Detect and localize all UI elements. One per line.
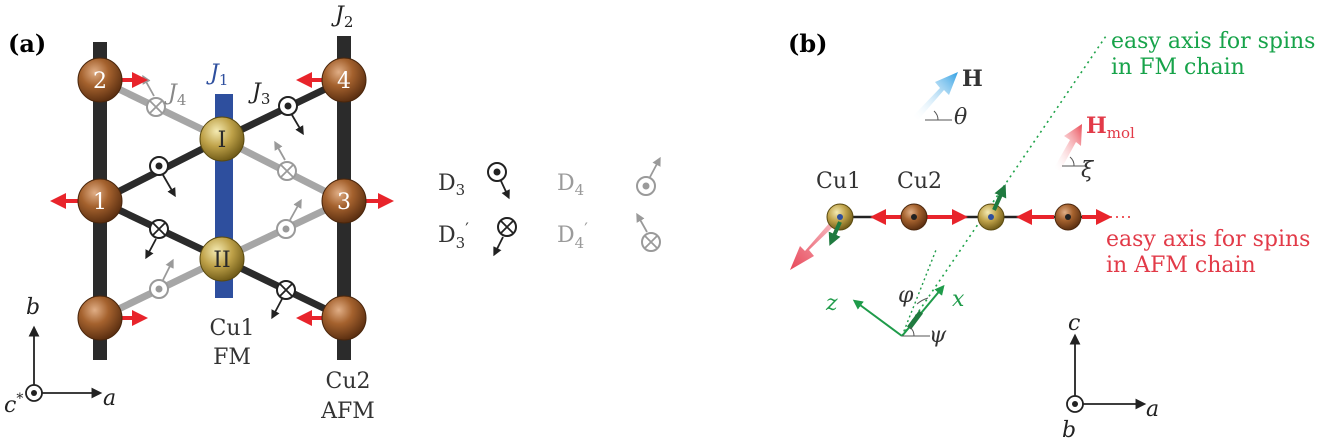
site-II-label: II <box>213 248 230 273</box>
site-3-label: 3 <box>337 190 351 215</box>
site-II-ball <box>199 236 245 282</box>
label-b-cu2: Cu2 <box>897 169 942 194</box>
axis-b-a: a <box>1146 397 1159 422</box>
dm-symbols <box>142 74 304 320</box>
axis-b-b: b <box>1062 418 1076 443</box>
axis-a-c: c* <box>4 391 23 418</box>
label-axis-x: x <box>952 287 965 312</box>
label-phi: φ <box>898 283 914 308</box>
label-j2: J2 <box>331 3 353 31</box>
axes-a <box>25 325 103 402</box>
caption-cu2-type: AFM <box>320 399 375 424</box>
afm-axis-text-1: easy axis for spins <box>1106 227 1310 252</box>
red-down-arrow <box>790 220 836 270</box>
label-j3: J3 <box>248 80 270 108</box>
site-4-ball <box>321 57 367 103</box>
legend-d4p-label: D4′ <box>557 219 588 252</box>
legend-d3-symbol <box>487 162 510 200</box>
caption-cu2: Cu2 <box>326 369 371 394</box>
legend-d3p-symbol <box>493 217 517 257</box>
field-hmol-arrow <box>1054 124 1086 171</box>
legend-d4p-symbol <box>636 212 661 252</box>
label-axis-z: z <box>825 291 838 316</box>
label-b-cu1: Cu1 <box>816 169 861 194</box>
site-I-label: I <box>218 128 227 153</box>
panel-a-label: (a) <box>8 29 46 58</box>
fm-spin-arrows <box>828 184 1007 246</box>
local-axes <box>852 249 945 337</box>
label-j1: J1 <box>206 61 228 89</box>
legend-d3p-label: D3′ <box>438 219 469 252</box>
label-field-h: H <box>962 66 983 92</box>
legend-d4-symbol <box>636 156 661 196</box>
site-2-label: 2 <box>93 69 107 94</box>
axis-b-c: c <box>1068 311 1080 336</box>
fm-axis-text-1: easy axis for spins <box>1111 29 1315 54</box>
afm-axis-text-2: in AFM chain <box>1106 253 1256 278</box>
legend-d3-label: D3 <box>438 171 465 199</box>
site-I-ball <box>199 116 245 162</box>
site-4-label: 4 <box>337 69 351 94</box>
label-j4: J4 <box>164 81 186 109</box>
caption-cu1: Cu1 <box>210 316 255 341</box>
label-psi: ψ <box>929 323 947 348</box>
fm-axis-text-2: in FM chain <box>1111 55 1245 80</box>
axes-b <box>1066 333 1147 413</box>
axis-a-a: a <box>103 386 116 411</box>
site-1-label: 1 <box>93 190 107 215</box>
panel-b-label: (b) <box>788 29 828 58</box>
caption-cu1-type: FM <box>213 345 251 370</box>
label-xi: ξ <box>1081 158 1095 183</box>
site-bottom-left-ball <box>77 295 123 341</box>
axis-a-b: b <box>26 295 40 320</box>
site-2-ball <box>77 57 123 103</box>
site-3-ball <box>321 178 367 224</box>
field-h-arrow <box>913 72 958 121</box>
legend-d4-label: D4 <box>557 171 584 199</box>
label-theta: θ <box>954 105 967 130</box>
label-field-hmol: Hmol <box>1086 113 1135 142</box>
site-bottom-right-ball <box>321 295 367 341</box>
site-1-ball <box>77 178 123 224</box>
